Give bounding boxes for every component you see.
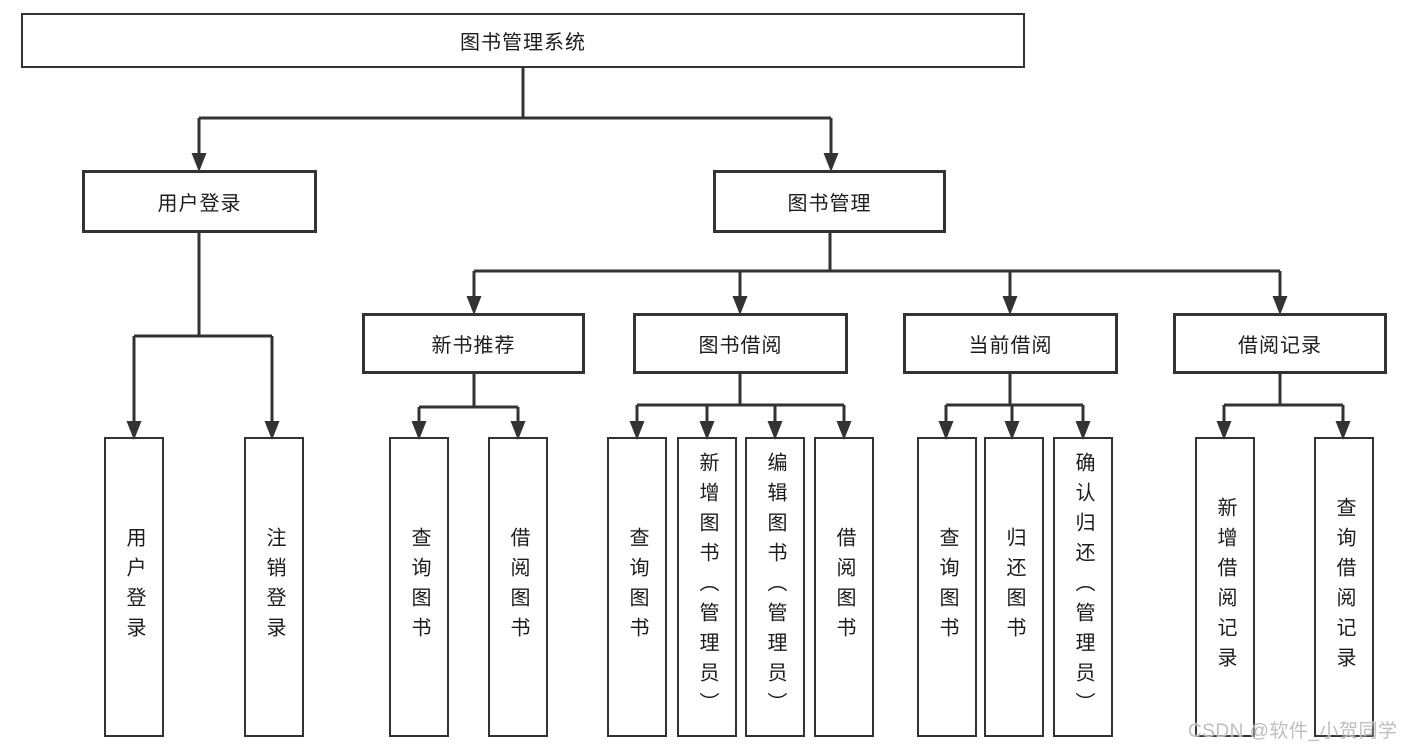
node-label: 当前借阅 <box>968 335 1053 357</box>
node-label: 新增图书（管理员） <box>696 452 718 722</box>
leaf-borrow-books: 借阅图书 <box>814 437 874 737</box>
leaf-add-book-admin: 新增图书（管理员） <box>677 437 737 737</box>
leaf-logout-login: 注销登录 <box>244 437 304 737</box>
leaf-user-login: 用户登录 <box>104 437 164 737</box>
connector-current-borrow-children <box>938 374 1091 440</box>
leaf-query-books-current: 查询图书 <box>917 437 977 737</box>
node-label: 查询借阅记录 <box>1333 497 1355 677</box>
node-label: 归还图书 <box>1003 527 1025 647</box>
leaf-return-book: 归还图书 <box>984 437 1044 737</box>
node-label: 图书管理系统 <box>460 32 586 54</box>
leaf-confirm-return-admin: 确认归还（管理员） <box>1053 437 1113 737</box>
node-label: 图书借阅 <box>698 335 783 357</box>
node-borrow-records: 借阅记录 <box>1173 313 1387 374</box>
node-book-borrow: 图书借阅 <box>633 313 848 374</box>
node-label: 借阅图书 <box>507 527 529 647</box>
connector-book-borrow-children <box>629 374 852 440</box>
node-label: 新增借阅记录 <box>1214 497 1236 677</box>
node-current-borrow: 当前借阅 <box>903 313 1118 374</box>
csdn-watermark: CSDN @软件_小贺同学 <box>1188 721 1398 742</box>
node-label: 用户登录 <box>123 527 145 647</box>
node-user-login: 用户登录 <box>82 170 317 233</box>
node-book-management: 图书管理 <box>713 170 946 233</box>
node-label: 确认归还（管理员） <box>1072 452 1094 722</box>
node-label: 查询图书 <box>626 527 648 647</box>
leaf-borrow-books-recommend: 借阅图书 <box>488 437 548 737</box>
node-label: 查询图书 <box>408 527 430 647</box>
node-label: 借阅图书 <box>833 527 855 647</box>
leaf-query-books-borrow: 查询图书 <box>607 437 667 737</box>
node-label: 查询图书 <box>936 527 958 647</box>
node-library-management-system: 图书管理系统 <box>21 13 1025 68</box>
leaf-edit-book-admin: 编辑图书（管理员） <box>745 437 805 737</box>
connector-book-management-to-level3 <box>466 233 1288 315</box>
node-label: 借阅记录 <box>1238 335 1322 357</box>
leaf-query-borrow-record: 查询借阅记录 <box>1314 437 1374 737</box>
node-new-book-recommend: 新书推荐 <box>362 313 585 374</box>
node-label: 用户登录 <box>157 193 242 215</box>
connector-new-book-recommend-children <box>411 374 526 440</box>
leaf-query-books-recommend: 查询图书 <box>389 437 449 737</box>
node-label: 图书管理 <box>787 193 872 215</box>
node-label: 注销登录 <box>263 527 285 647</box>
leaf-add-borrow-record: 新增借阅记录 <box>1195 437 1255 737</box>
connector-user-login-children <box>126 233 280 440</box>
node-label: 编辑图书（管理员） <box>764 452 786 722</box>
connector-borrow-records-children <box>1216 374 1351 440</box>
connector-root-to-level2 <box>191 68 839 172</box>
node-label: 新书推荐 <box>431 335 516 357</box>
